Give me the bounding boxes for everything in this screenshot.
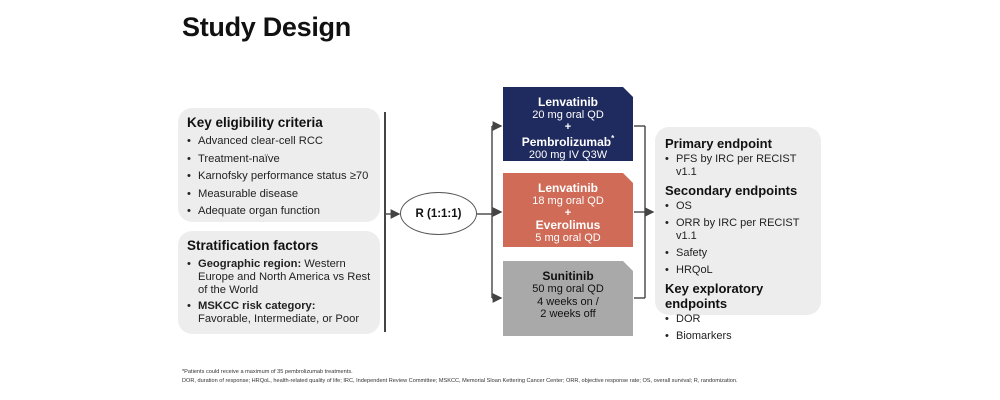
- footnote-marker: *: [611, 133, 615, 143]
- eligibility-item: Treatment-naïve: [187, 153, 371, 166]
- stratification-heading: Stratification factors: [187, 238, 319, 253]
- endpoint-item: ORR by IRC per RECIST v1.1: [665, 217, 811, 243]
- eligibility-panel: Key eligibility criteria Advanced clear-…: [178, 108, 380, 222]
- stratification-list: Geographic region: Western Europe and No…: [187, 258, 371, 326]
- arm-plus: +: [564, 120, 572, 133]
- randomization-node: R (1:1:1): [400, 192, 477, 235]
- stratification-item-label: Geographic region:: [198, 258, 302, 270]
- arm-plus: +: [564, 206, 572, 219]
- endpoint-item: Safety: [665, 247, 811, 260]
- arm-dose: 2 weeks off: [540, 308, 596, 320]
- stratification-item: MSKCC risk category: Favorable, Intermed…: [187, 300, 371, 326]
- primary-endpoint-heading: Primary endpoint: [665, 136, 772, 151]
- stratification-item: Geographic region: Western Europe and No…: [187, 258, 371, 297]
- exploratory-endpoints-list: DOR Biomarkers: [665, 313, 811, 343]
- arm-dose: 200 mg IV Q3W: [528, 148, 608, 161]
- eligibility-heading: Key eligibility criteria: [187, 115, 323, 130]
- treatment-arm-1: Lenvatinib 20 mg oral QD + Pembrolizumab…: [503, 87, 633, 161]
- stratification-item-label: MSKCC risk category:: [198, 300, 316, 312]
- arm-drug: Lenvatinib: [537, 95, 598, 109]
- arm-drug: Pembrolizumab*: [503, 132, 633, 149]
- eligibility-item: Measurable disease: [187, 188, 371, 201]
- left-bracket-line: [384, 112, 386, 332]
- eligibility-list: Advanced clear-cell RCC Treatment-naïve …: [187, 135, 371, 218]
- arm-drug-name: Pembrolizumab: [521, 134, 612, 149]
- treatment-arm-3: Sunitinib 50 mg oral QD 4 weeks on / 2 w…: [503, 261, 633, 336]
- endpoint-item: Biomarkers: [665, 330, 811, 343]
- abbreviations-footnote: DOR, duration of response; HRQoL, health…: [182, 378, 738, 384]
- endpoint-item: DOR: [665, 313, 811, 326]
- arm-drug: Everolimus: [535, 217, 601, 232]
- arm-dose: 4 weeks on /: [537, 295, 599, 308]
- exploratory-endpoints-heading: Key exploratory endpoints: [665, 281, 764, 311]
- endpoint-item: PFS by IRC per RECIST v1.1: [665, 153, 811, 179]
- arm-dose: 5 mg oral QD: [535, 231, 601, 244]
- arm-dose: 50 mg oral QD: [532, 283, 604, 295]
- endpoint-item: OS: [665, 200, 811, 213]
- arm-dose: 20 mg oral QD: [532, 109, 604, 121]
- eligibility-item: Karnofsky performance status ≥70: [187, 170, 371, 183]
- stratification-item-text: Western Europe and North America vs Rest…: [198, 258, 371, 296]
- eligibility-item: Adequate organ function: [187, 205, 371, 218]
- endpoints-panel: Primary endpoint PFS by IRC per RECIST v…: [655, 127, 821, 343]
- arm-dose: 18 mg oral QD: [532, 195, 604, 207]
- arm-drug: Sunitinib: [542, 269, 594, 283]
- footnote: *Patients could receive a maximum of 35 …: [182, 369, 353, 375]
- endpoint-item: HRQoL: [665, 264, 811, 277]
- treatment-arm-2: Lenvatinib 18 mg oral QD + Everolimus 5 …: [503, 173, 633, 247]
- stratification-item-text: Favorable, Intermediate, or Poor: [198, 313, 360, 325]
- arm-drug: Lenvatinib: [537, 181, 598, 195]
- eligibility-item: Advanced clear-cell RCC: [187, 135, 371, 148]
- primary-endpoint-list: PFS by IRC per RECIST v1.1: [665, 153, 811, 179]
- secondary-endpoints-heading: Secondary endpoints: [665, 183, 798, 198]
- page-title: Study Design: [182, 12, 351, 42]
- secondary-endpoints-list: OS ORR by IRC per RECIST v1.1 Safety HRQ…: [665, 200, 811, 277]
- stratification-panel: Stratification factors Geographic region…: [178, 231, 380, 334]
